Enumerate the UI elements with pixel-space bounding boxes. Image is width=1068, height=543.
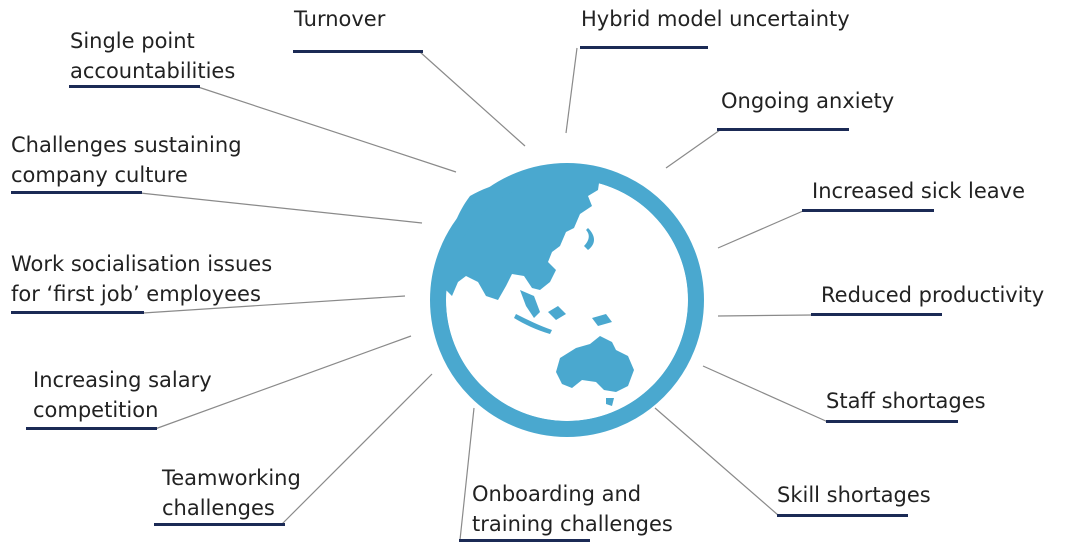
label-staff-shortages-text: Staff shortages <box>826 389 986 413</box>
connector-ongoing-anxiety <box>665 129 721 169</box>
underline-increasing-salary-competition <box>26 427 157 430</box>
underline-ongoing-anxiety <box>717 128 849 131</box>
connector-teamworking-challenges <box>281 373 433 525</box>
australia-landmass <box>556 336 634 392</box>
connector-reduced-productivity <box>717 314 814 317</box>
japan-landmass <box>584 228 594 250</box>
underline-single-point-accountabilities <box>69 85 200 88</box>
underline-increased-sick-leave <box>802 209 934 212</box>
connector-single-point-accountabilities <box>197 86 457 173</box>
connector-onboarding-and-training-challenges <box>459 407 475 541</box>
label-hybrid-model-uncertainty-text: Hybrid model uncertainty <box>581 7 850 31</box>
label-onboarding-and-training-challenges-line-1: Onboarding and <box>472 482 642 506</box>
underline-turnover <box>293 50 423 53</box>
label-teamworking-challenges-line-1: Teamworking <box>162 466 301 490</box>
label-hybrid-model-uncertainty: Hybrid model uncertainty <box>581 4 850 34</box>
underline-challenges-sustaining-company-culture <box>11 191 142 194</box>
label-increasing-salary-competition-line-2: competition <box>33 398 159 422</box>
label-work-socialisation-issues-line-2: for ‘first job’ employees <box>11 282 261 306</box>
indonesia-islands <box>514 306 612 334</box>
underline-onboarding-and-training-challenges <box>459 539 590 542</box>
label-single-point-accountabilities-line-1: Single point <box>70 29 195 53</box>
label-staff-shortages: Staff shortages <box>826 386 986 416</box>
globe-outline <box>432 165 702 435</box>
connector-increased-sick-leave <box>717 210 804 249</box>
connector-hybrid-model-uncertainty <box>565 47 578 134</box>
label-increasing-salary-competition-line-1: Increasing salary <box>33 368 212 392</box>
label-teamworking-challenges: Teamworking challenges <box>162 463 301 523</box>
label-onboarding-and-training-challenges-line-2: training challenges <box>472 512 673 536</box>
label-challenges-sustaining-company-culture-line-2: company culture <box>11 163 188 187</box>
indochina-landmass <box>520 290 540 318</box>
underline-work-socialisation-issues <box>11 311 144 314</box>
label-increased-sick-leave-text: Increased sick leave <box>812 179 1026 203</box>
underline-reduced-productivity <box>811 313 942 316</box>
underline-teamworking-challenges <box>154 523 285 526</box>
underline-skill-shortages <box>777 514 908 517</box>
label-ongoing-anxiety: Ongoing anxiety <box>721 86 894 116</box>
label-reduced-productivity-text: Reduced productivity <box>821 283 1045 307</box>
connector-work-socialisation-issues <box>142 295 406 314</box>
connector-increasing-salary-competition <box>154 335 412 430</box>
label-work-socialisation-issues: Work socialisation issues for ‘first job… <box>11 249 272 309</box>
tasmania-landmass <box>606 398 614 406</box>
connector-skill-shortages <box>654 407 779 516</box>
connector-lines <box>139 47 829 541</box>
label-turnover-text: Turnover <box>294 7 386 31</box>
label-increased-sick-leave: Increased sick leave <box>812 176 1025 206</box>
label-single-point-accountabilities: Single point accountabilities <box>70 26 235 86</box>
underline-hybrid-model-uncertainty <box>580 46 708 49</box>
label-onboarding-and-training-challenges: Onboarding and training challenges <box>472 479 673 539</box>
label-challenges-sustaining-company-culture: Challenges sustaining company culture <box>11 130 242 190</box>
connector-turnover <box>419 51 526 147</box>
underline-staff-shortages <box>826 420 958 423</box>
label-turnover: Turnover <box>294 4 385 34</box>
label-teamworking-challenges-line-2: challenges <box>162 496 275 520</box>
label-ongoing-anxiety-text: Ongoing anxiety <box>721 89 895 113</box>
label-reduced-productivity: Reduced productivity <box>821 280 1044 310</box>
connector-staff-shortages <box>702 365 829 423</box>
label-skill-shortages: Skill shortages <box>777 480 931 510</box>
label-challenges-sustaining-company-culture-line-1: Challenges sustaining <box>11 133 242 157</box>
label-skill-shortages-text: Skill shortages <box>777 483 931 507</box>
label-increasing-salary-competition: Increasing salary competition <box>33 365 212 425</box>
label-work-socialisation-issues-line-1: Work socialisation issues <box>11 252 273 276</box>
connector-challenges-sustaining-company-culture <box>139 192 423 224</box>
globe-icon <box>430 163 704 437</box>
label-single-point-accountabilities-line-2: accountabilities <box>70 59 236 83</box>
